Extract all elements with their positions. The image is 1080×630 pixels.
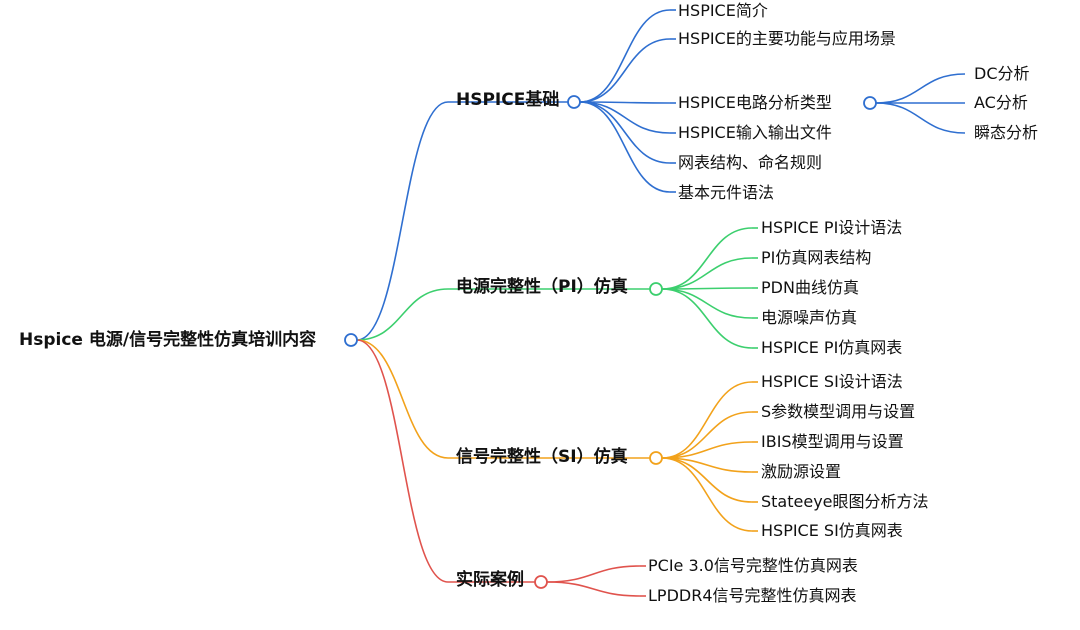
leaf-lpddr4-case: LPDDR4信号完整性仿真网表 [648,586,857,605]
leaf-hspice-functions: HSPICE的主要功能与应用场景 [678,29,896,48]
analysis-type-sub-0-connector [875,73,966,104]
leaf-stimulus: 激励源设置 [761,462,842,481]
leaf-ac-analysis: AC分析 [974,93,1028,112]
branch-power-integrity: 电源完整性（PI）仿真 [456,277,628,297]
branch-1-leaf-4-connector [661,288,753,349]
branch-3-node-circle [534,575,548,589]
leaf-hspice-io-files: HSPICE输入输出文件 [678,123,832,142]
leaf-hspice-intro: HSPICE简介 [678,1,768,20]
branch-0-leaf-1-connector [579,38,671,103]
branch-1-leaf-2-connector [661,287,753,290]
leaf-s-parameter: S参数模型调用与设置 [761,402,916,421]
branch-2-leaf-2-connector [661,441,753,459]
branch-case-studies: 实际案例 [456,570,524,590]
branch-1-leaf-3-connector [661,288,753,319]
leaf-netlist-structure: 网表结构、命名规则 [678,153,823,172]
leaf-pi-netlist: HSPICE PI仿真网表 [761,338,903,357]
branch-2-leaf-5-connector [661,457,753,532]
branch-1-leaf-0-connector [661,227,753,290]
leaf-ibis-model: IBIS模型调用与设置 [761,432,904,451]
branch-hspice-basics: HSPICE基础 [456,90,560,110]
analysis-type-sub-2-connector [875,102,966,134]
leaf-dc-analysis: DC分析 [974,64,1030,83]
branch-1-node-circle [649,282,663,296]
branch-0-node-circle [567,95,581,109]
branch-3-leaf-0-connector [546,565,641,583]
branch-0-leaf-2-connector [579,101,671,104]
branch-2-leaf-0-connector [661,381,753,459]
root-label: Hspice 电源/信号完整性仿真培训内容 [19,330,317,350]
leaf-pdn-curve: PDN曲线仿真 [761,278,859,297]
branch-2-leaf-3-connector [661,457,753,473]
leaf-element-syntax: 基本元件语法 [678,183,775,202]
root-to-branch-1-connector [356,288,449,341]
leaf-pi-syntax: HSPICE PI设计语法 [761,218,903,237]
branch-0-leaf-5-connector [579,101,671,193]
branch-0-leaf-3-connector [579,101,671,134]
branch-3-leaf-1-connector [546,581,641,597]
branch-0-leaf-0-connector [579,9,671,103]
root-to-branch-0-connector [356,101,449,341]
root-node-circle [344,333,358,347]
analysis-type-node-circle [863,96,877,110]
leaf-hspice-analysis-types: HSPICE电路分析类型 [678,93,832,112]
branch-2-leaf-1-connector [661,411,753,459]
leaf-si-netlist: HSPICE SI仿真网表 [761,521,903,540]
branch-2-node-circle [649,451,663,465]
leaf-si-syntax: HSPICE SI设计语法 [761,372,903,391]
branch-1-leaf-1-connector [661,257,753,290]
leaf-stateeye: Stateeye眼图分析方法 [761,492,929,511]
leaf-pcie-case: PCIe 3.0信号完整性仿真网表 [648,556,858,575]
branch-signal-integrity: 信号完整性（SI）仿真 [456,447,628,467]
leaf-transient-analysis: 瞬态分析 [974,123,1039,142]
leaf-power-noise: 电源噪声仿真 [761,308,858,327]
leaf-pi-netlist-structure: PI仿真网表结构 [761,248,872,267]
root-to-branch-2-connector [356,339,449,459]
root-to-branch-3-connector [356,339,449,583]
